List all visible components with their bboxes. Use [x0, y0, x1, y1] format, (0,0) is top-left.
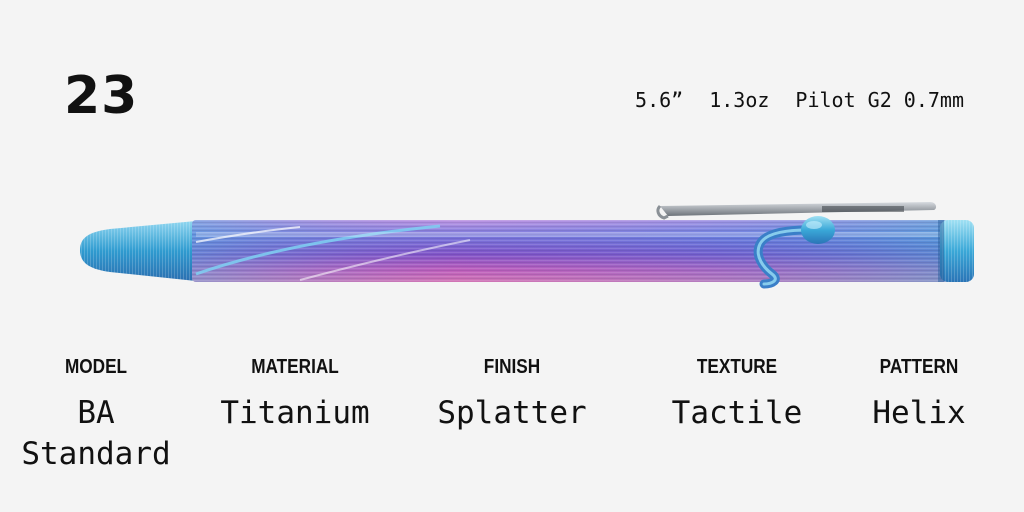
attribute-value: Titanium	[220, 395, 370, 431]
attribute-label: MATERIAL	[251, 356, 339, 378]
spec-length: 5.6”	[635, 88, 684, 112]
attribute-label: FINISH	[483, 356, 541, 378]
attribute-model: MODEL BA Standard	[21, 356, 170, 475]
spec-weight: 1.3oz	[709, 88, 770, 112]
attribute-value: Tactile	[671, 395, 803, 431]
spec-refill: Pilot G2 0.7mm	[795, 88, 964, 112]
bolt-knob	[801, 216, 835, 244]
attribute-value: BA Standard	[21, 395, 171, 472]
attribute-value: Splatter	[437, 395, 587, 431]
attribute-label: TEXTURE	[696, 356, 778, 378]
attribute-value: Helix	[872, 395, 966, 431]
attribute-material: MATERIAL Titanium	[220, 356, 369, 434]
pen-clip	[660, 202, 937, 216]
attribute-pattern: PATTERN Helix	[872, 356, 965, 434]
attribute-label: MODEL	[64, 356, 128, 378]
product-number: 23	[64, 66, 139, 126]
spec-list: 5.6” 1.3oz Pilot G2 0.7mm	[635, 90, 964, 110]
pen-image	[80, 202, 974, 289]
attribute-finish: FINISH Splatter	[437, 356, 586, 434]
attribute-texture: TEXTURE Tactile	[672, 356, 803, 434]
attribute-label: PATTERN	[879, 356, 959, 378]
